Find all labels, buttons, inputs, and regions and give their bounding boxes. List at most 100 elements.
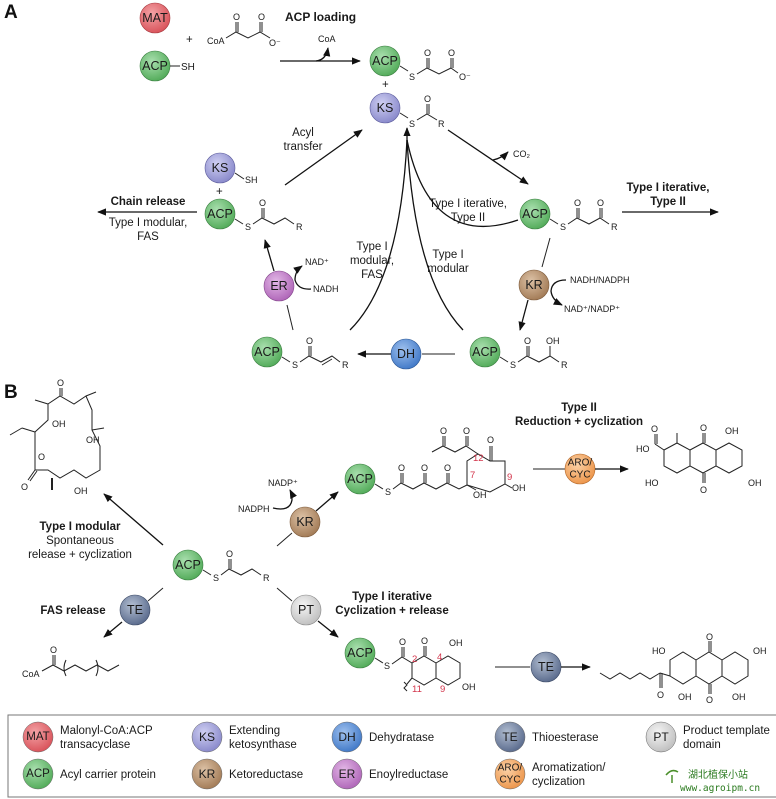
kr-cofactor-out: NAD⁺/NADP⁺ <box>564 304 620 314</box>
svg-text:ACP: ACP <box>347 472 373 486</box>
svg-text:O: O <box>597 198 604 208</box>
svg-text:12: 12 <box>473 453 484 464</box>
svg-text:S: S <box>292 360 298 370</box>
enzyme-acp-type1-iter: ACP <box>344 637 376 669</box>
svg-text:O: O <box>524 336 531 346</box>
svg-text:O: O <box>424 94 431 104</box>
enzyme-acp-central: ACP <box>172 549 204 581</box>
svg-text:OH: OH <box>462 682 476 692</box>
enzyme-er: ER <box>263 270 295 302</box>
svg-text:O: O <box>463 426 470 436</box>
acyl-transfer-label-1: Acyl <box>292 127 314 139</box>
svg-text:O: O <box>258 12 265 22</box>
enzyme-acp-free: ACP <box>139 50 171 82</box>
thiol-sh: SH <box>181 62 195 73</box>
legend-badge-te <box>494 721 526 753</box>
svg-text:OH: OH <box>512 483 526 493</box>
enzyme-kr: KR <box>518 269 550 301</box>
enzyme-ks-free: KS <box>204 152 236 184</box>
watermark: 湖北植保小站 www.agroipm.cn <box>665 768 760 794</box>
svg-text:O: O <box>259 198 266 208</box>
svg-text:4: 4 <box>437 652 442 663</box>
svg-text:O: O <box>448 48 455 58</box>
svg-text:ACP: ACP <box>207 207 233 221</box>
svg-text:R: R <box>611 222 618 232</box>
loop-modular-label-1: Type I <box>432 249 463 261</box>
loop-mod-fas-label-2: modular, <box>350 255 394 267</box>
svg-text:7: 7 <box>470 470 475 481</box>
enzyme-acp-type2: ACP <box>344 463 376 495</box>
svg-text:ER: ER <box>339 767 356 781</box>
er-cofactor-in: NADH <box>313 284 339 294</box>
svg-text:9: 9 <box>507 472 512 483</box>
loop-modular-label-2: modular <box>427 263 469 275</box>
svg-text:ARO/: ARO/ <box>568 458 593 469</box>
svg-text:www.agroipm.cn: www.agroipm.cn <box>680 783 760 794</box>
malonyl-coa-structure: CoA O O O⁻ <box>207 12 281 48</box>
svg-text:ACP: ACP <box>175 558 201 572</box>
nadph-arrow <box>272 489 297 510</box>
coa-released: CoA <box>318 34 336 44</box>
svg-text:O⁻: O⁻ <box>269 38 281 48</box>
svg-text:O: O <box>574 198 581 208</box>
svg-text:KR: KR <box>525 278 542 292</box>
svg-text:O: O <box>706 695 713 705</box>
loop-iterative-label-1: Type I iterative, <box>429 198 507 210</box>
legend-badge-er <box>331 758 363 790</box>
fatty-acyl-coa-structure: CoA O <box>22 645 120 679</box>
svg-text:OH: OH <box>725 426 739 436</box>
svg-text:R: R <box>342 360 349 370</box>
svg-text:OH: OH <box>74 486 88 496</box>
enzyme-ks-acyl: KS <box>369 92 401 124</box>
svg-text:ARO/: ARO/ <box>498 763 523 774</box>
svg-text:HO: HO <box>636 444 650 454</box>
svg-text:HO: HO <box>645 478 659 488</box>
enzyme-acp-hydroxyacyl: ACP <box>469 336 501 368</box>
svg-text:TE: TE <box>127 603 143 617</box>
svg-text:R: R <box>296 222 303 232</box>
svg-text:O: O <box>421 636 428 646</box>
svg-text:KS: KS <box>377 101 394 115</box>
svg-text:CoA: CoA <box>207 36 225 46</box>
loop-iterative-curve <box>406 139 519 228</box>
svg-text:O: O <box>700 485 707 495</box>
svg-text:TE: TE <box>538 660 554 674</box>
coa-release-arrow <box>315 47 331 62</box>
svg-text:O: O <box>226 549 233 559</box>
legend-badge-acp <box>22 758 54 790</box>
type1-modular-sub-2: release + cyclization <box>28 549 132 561</box>
chain-release-sub-2: FAS <box>137 231 159 243</box>
type1-iterative-exit-label-2: Type II <box>650 196 686 208</box>
svg-text:S: S <box>213 573 219 583</box>
svg-text:S: S <box>560 222 566 232</box>
svg-text:R: R <box>561 360 568 370</box>
acyl-transfer-arrow <box>284 129 363 186</box>
loop-modular-fas-curve <box>349 139 408 331</box>
svg-text:OH: OH <box>473 490 487 500</box>
type1-modular-sub-1: Spontaneous <box>46 535 114 547</box>
type1-iter-intermediate-structure: S O O OH OH 2 4 11 9 <box>374 636 476 695</box>
type2-product-structure: O HO HO O O OH OH <box>636 423 762 495</box>
chain-release-title: Chain release <box>111 196 186 208</box>
kr-arrow <box>518 299 529 331</box>
svg-text:ACP: ACP <box>347 646 373 660</box>
type1-iterative-title-1: Type I iterative <box>352 591 432 603</box>
svg-text:O: O <box>38 452 45 462</box>
fas-release-arrow <box>103 621 123 638</box>
svg-text:O: O <box>50 645 57 655</box>
svg-text:TE: TE <box>502 730 517 744</box>
svg-text:O: O <box>657 690 664 700</box>
kr-cofactor-arrow <box>550 279 567 306</box>
svg-text:湖北植保小站: 湖北植保小站 <box>688 768 748 781</box>
ks-thiol-sh: SH <box>245 175 258 185</box>
svg-text:DH: DH <box>338 730 355 744</box>
svg-text:domain: domain <box>683 739 721 751</box>
er-cofactor-out: NAD⁺ <box>305 257 329 267</box>
svg-text:Product template: Product template <box>683 725 770 737</box>
co2-label: CO₂ <box>513 149 531 159</box>
